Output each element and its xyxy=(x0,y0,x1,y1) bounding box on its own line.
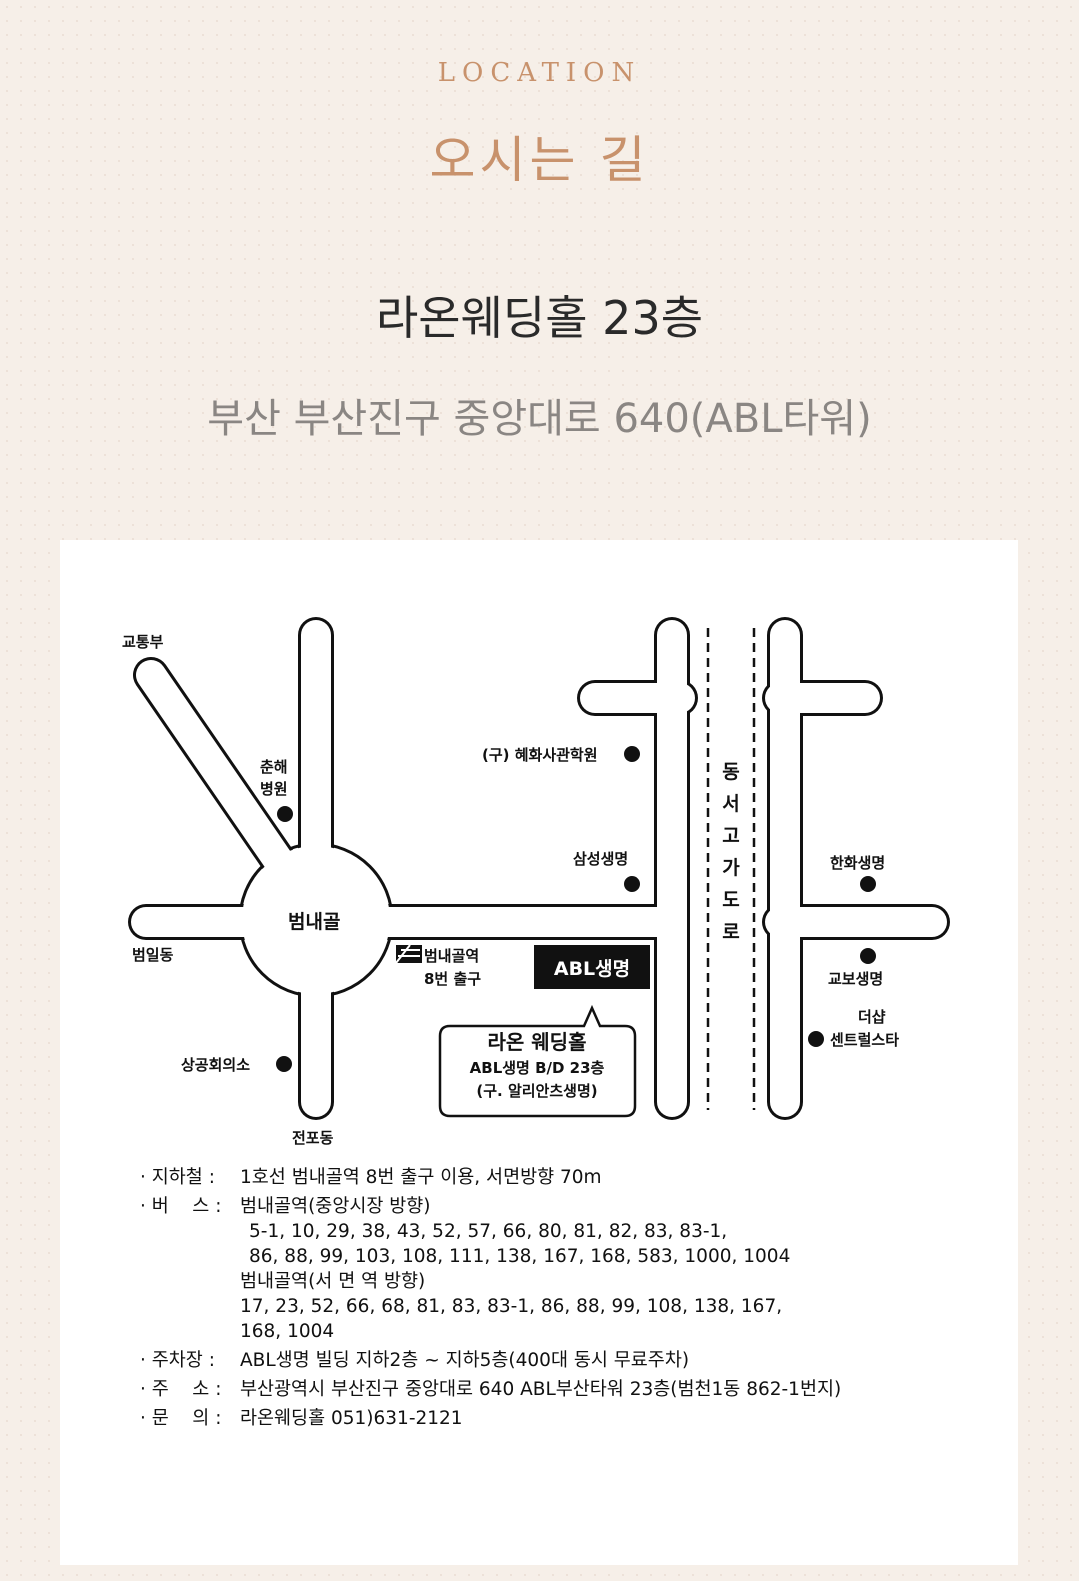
abl-building-marker xyxy=(534,945,650,989)
label-chunhae-1: 춘해 xyxy=(260,758,288,776)
info-line: 범내골역(서 면 역 방향) xyxy=(240,1271,426,1292)
label-sanggong: 상공회의소 xyxy=(181,1056,250,1074)
info-key: · 주차장 : xyxy=(140,1350,215,1371)
info-line: 부산광역시 부산진구 중앙대로 640 ABL부산타워 23층(범천1동 862… xyxy=(240,1379,842,1400)
info-line: 1호선 범내골역 8번 출구 이용, 서면방향 70m xyxy=(240,1167,602,1188)
info-key: · 문 의 : xyxy=(140,1408,222,1429)
label-theshop-1: 더샵 xyxy=(858,1008,886,1026)
label-raon-3: (구. 알리안츠생명) xyxy=(476,1082,597,1100)
landmark-dot-icon xyxy=(808,1031,824,1047)
directions-info: · 지하철 : 1호선 범내골역 8번 출구 이용, 서면방향 70m · 버 … xyxy=(140,1165,1020,1435)
road-network xyxy=(128,617,950,1120)
landmark-dot-icon xyxy=(860,876,876,892)
label-chunhae-2: 병원 xyxy=(260,780,288,798)
landmark-dot-icon xyxy=(624,876,640,892)
info-value: ABL생명 빌딩 지하2층 ~ 지하5층(400대 동시 무료주차) xyxy=(240,1348,1020,1373)
venue-address: 부산 부산진구 중앙대로 640(ABL타워) xyxy=(207,396,872,442)
label-overpass-2: 서 xyxy=(722,793,739,815)
label-samsung: 삼성생명 xyxy=(573,850,628,868)
info-line: 라온웨딩홀 051)631-2121 xyxy=(240,1408,463,1429)
section-title: 오시는 길 xyxy=(429,131,650,189)
info-key: · 버 스 : xyxy=(140,1196,222,1217)
info-line: 5-1, 10, 29, 38, 43, 52, 57, 66, 80, 81,… xyxy=(249,1221,728,1242)
info-line: 범내골역(중앙시장 방향) xyxy=(240,1196,431,1217)
info-contact: · 문 의 : 라온웨딩홀 051)631-2121 xyxy=(140,1406,1020,1431)
info-bus: · 버 스 : 범내골역(중앙시장 방향) 5-1, 10, 29, 38, 4… xyxy=(140,1194,1020,1344)
label-station-1: 범내골역 xyxy=(424,947,479,965)
location-map: 교통부 춘해 병원 범내골 범일동 상공회의소 전포동 (구) 혜화사관학원 삼… xyxy=(60,540,1018,1565)
label-overpass-3: 고 xyxy=(722,825,739,847)
info-key: · 주 소 : xyxy=(140,1379,222,1400)
info-key: · 지하철 : xyxy=(140,1167,215,1188)
info-line: ABL생명 빌딩 지하2층 ~ 지하5층(400대 동시 무료주차) xyxy=(240,1350,690,1371)
subway-station-icon xyxy=(395,944,422,964)
label-beomildong: 범일동 xyxy=(132,946,174,964)
label-kyobo: 교보생명 xyxy=(828,970,883,988)
label-beomnaegol: 범내골 xyxy=(288,911,340,933)
info-value: 1호선 범내골역 8번 출구 이용, 서면방향 70m xyxy=(240,1165,1020,1190)
label-abl: ABL생명 xyxy=(554,958,630,980)
info-value: 라온웨딩홀 051)631-2121 xyxy=(240,1406,1020,1431)
label-jeonpodong: 전포동 xyxy=(292,1129,334,1147)
label-raon-2: ABL생명 B/D 23층 xyxy=(470,1059,605,1077)
info-value: 범내골역(중앙시장 방향) 5-1, 10, 29, 38, 43, 52, 5… xyxy=(240,1194,1020,1344)
label-overpass-5: 도 xyxy=(722,889,739,911)
venue-callout xyxy=(438,1004,637,1118)
info-line: 86, 88, 99, 103, 108, 111, 138, 167, 168… xyxy=(249,1246,791,1267)
landmark-dot-icon xyxy=(624,746,640,762)
info-value: 부산광역시 부산진구 중앙대로 640 ABL부산타워 23층(범천1동 862… xyxy=(240,1377,1020,1402)
info-line: 168, 1004 xyxy=(240,1321,335,1342)
label-hyehwa: (구) 혜화사관학원 xyxy=(482,746,598,764)
info-subway: · 지하철 : 1호선 범내골역 8번 출구 이용, 서면방향 70m xyxy=(140,1165,1020,1190)
label-hanwha: 한화생명 xyxy=(830,854,885,872)
label-station-2: 8번 출구 xyxy=(424,970,481,988)
info-line: 17, 23, 52, 66, 68, 81, 83, 83-1, 86, 88… xyxy=(240,1296,783,1317)
label-gyotongbu: 교통부 xyxy=(122,633,164,651)
landmark-dot-icon xyxy=(276,1056,292,1072)
map-illustration: 교통부 춘해 병원 범내골 범일동 상공회의소 전포동 (구) 혜화사관학원 삼… xyxy=(122,617,950,1147)
section-eyebrow: LOCATION xyxy=(437,58,642,88)
label-overpass-4: 가 xyxy=(722,857,740,879)
landmark-dot-icon xyxy=(277,806,293,822)
label-theshop-2: 센트럴스타 xyxy=(830,1031,899,1049)
label-overpass-6: 로 xyxy=(722,921,739,943)
label-overpass-1: 동 xyxy=(722,761,739,783)
landmark-dot-icon xyxy=(860,948,876,964)
info-parking: · 주차장 : ABL생명 빌딩 지하2층 ~ 지하5층(400대 동시 무료주… xyxy=(140,1348,1020,1373)
label-raon-1: 라온 웨딩홀 xyxy=(488,1030,587,1054)
venue-name: 라온웨딩홀 23층 xyxy=(375,291,704,345)
info-address: · 주 소 : 부산광역시 부산진구 중앙대로 640 ABL부산타워 23층(… xyxy=(140,1377,1020,1402)
